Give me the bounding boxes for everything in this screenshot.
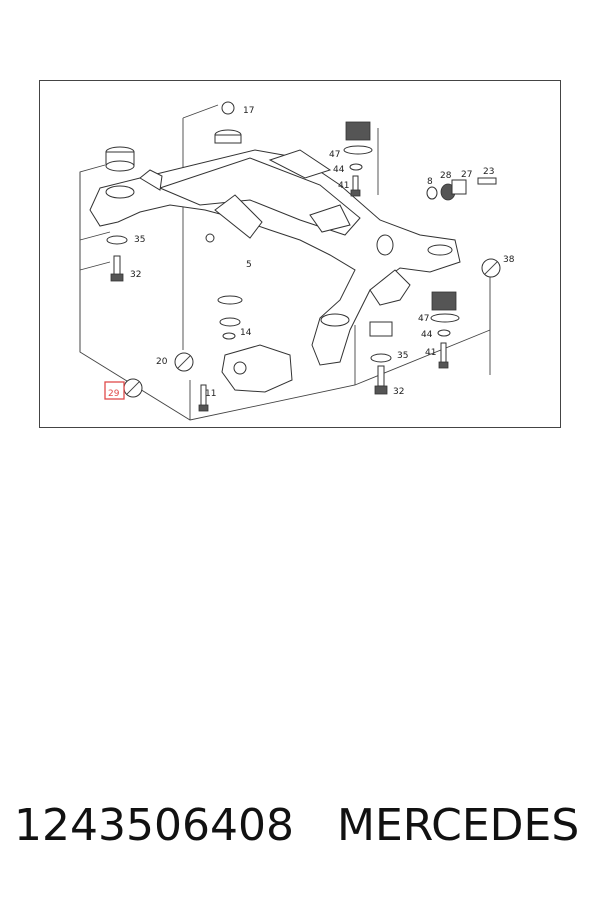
callout-14: 14 — [240, 328, 252, 338]
caption: 1243506408 MERCEDES — [0, 800, 600, 860]
callout-8: 8 — [427, 177, 433, 187]
diagram-frame — [39, 80, 561, 428]
wrench-icon — [123, 378, 143, 398]
callout-32: 32 — [393, 387, 404, 397]
callout-44: 44 — [421, 330, 433, 340]
mount-top-center — [214, 101, 242, 144]
part-number: 1243506408 — [14, 800, 294, 851]
mount-right-lower — [430, 291, 460, 369]
callout-5: 5 — [246, 260, 252, 270]
callout-29: 29 — [108, 389, 120, 399]
callout-38: 38 — [503, 255, 515, 265]
highlight-box — [104, 381, 125, 400]
callout-41: 41 — [338, 181, 349, 191]
mount-left — [105, 146, 135, 282]
rear-axle-carrier — [89, 149, 461, 366]
callout-44: 44 — [333, 165, 345, 175]
bushing-set — [426, 177, 497, 201]
callout-47: 47 — [418, 314, 429, 324]
callout-20: 20 — [156, 357, 168, 367]
callout-23: 23 — [483, 167, 494, 177]
callout-47: 47 — [329, 150, 340, 160]
callout-27: 27 — [461, 170, 472, 180]
differential-bracket — [198, 344, 293, 412]
mount-center-lower — [217, 295, 393, 395]
callout-35: 35 — [397, 351, 408, 361]
wrench-icon — [481, 258, 501, 278]
mount-top-right — [343, 121, 373, 197]
callout-11: 11 — [205, 389, 216, 399]
callout-41: 41 — [425, 348, 436, 358]
callout-35: 35 — [134, 235, 145, 245]
callout-17: 17 — [243, 106, 254, 116]
brand-name: MERCEDES — [337, 800, 580, 851]
callout-28: 28 — [440, 171, 452, 181]
callout-32: 32 — [130, 270, 141, 280]
leader-lines — [79, 104, 491, 421]
wrench-icon — [174, 352, 194, 372]
